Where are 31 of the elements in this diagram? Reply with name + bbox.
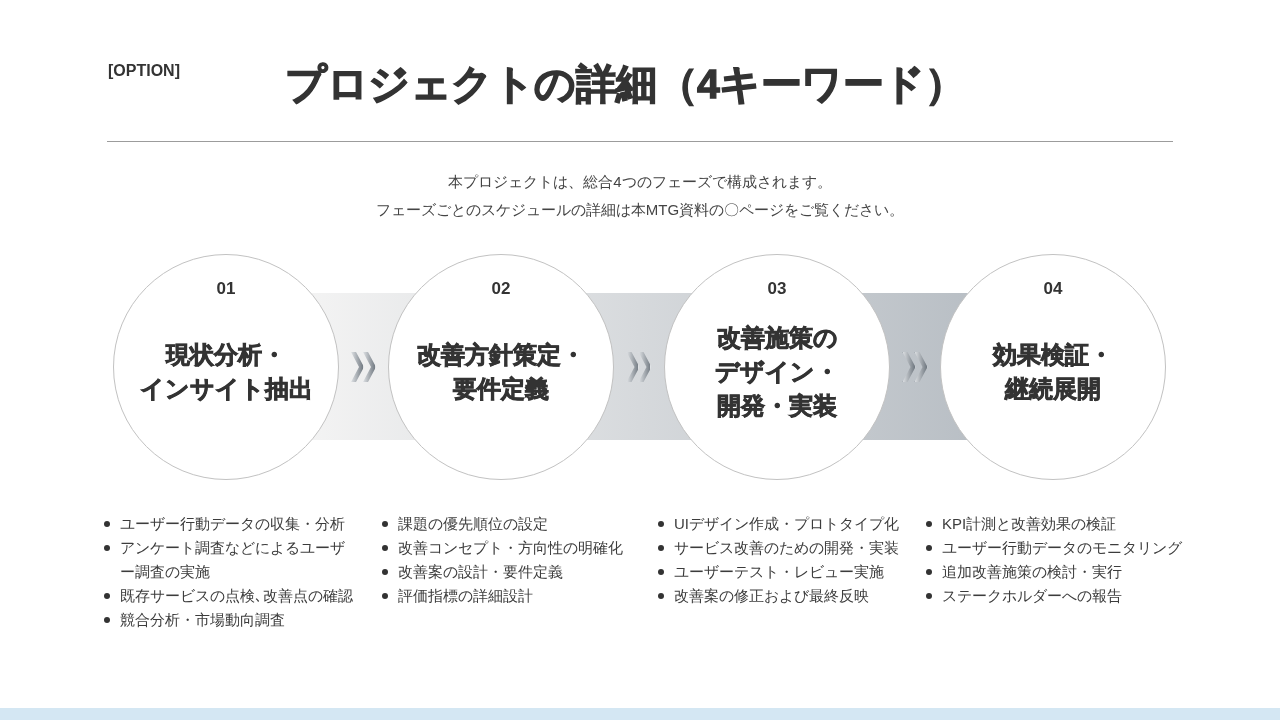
phase-number: 04 <box>1043 279 1063 299</box>
list-item-text: ユーザー行動データの収集・分析 <box>120 514 345 534</box>
chevron-arrow <box>351 352 376 382</box>
list-item-text: アンケート調査などによるユーザー調査の実施 <box>120 538 346 582</box>
list-item-text: 改善案の修正および最終反映 <box>674 586 869 606</box>
list-item-text: ステークホルダーへの報告 <box>942 586 1122 606</box>
intro-text: 本プロジェクトは、総合4つのフェーズで構成されます。 <box>448 172 832 191</box>
list-item-text: 課題の優先順位の設定 <box>398 514 548 534</box>
chevron-arrow <box>902 352 928 382</box>
phase-title: 効果検証・継続展開 <box>993 340 1113 404</box>
phase-number: 02 <box>491 279 511 299</box>
phase-number: 03 <box>767 279 787 299</box>
list-item-text: 競合分析・市場動向調査 <box>120 610 285 630</box>
chevron-arrow <box>626 352 652 382</box>
list-item-text: 改善コンセプト・方向性の明確化 <box>398 538 623 558</box>
title: プロジェクトの詳細（4キーワード） <box>285 62 966 106</box>
list-item-text: KPI計測と改善効果の検証 <box>942 514 1117 534</box>
list-item-text: サービス改善のための開発・実装 <box>674 538 899 558</box>
phase-number: 01 <box>216 279 236 299</box>
list-item-text: ユーザー行動データのモニタリング <box>942 538 1182 558</box>
list-item-text: UIデザイン作成・プロトタイプ化 <box>674 514 899 534</box>
intro-text: フェーズごとのスケジュールの詳細は本MTG資料の〇ページをご覧ください。 <box>375 200 905 219</box>
list-item-text: 既存サービスの点検､改善点の確認 <box>120 586 353 606</box>
phase-title: 現状分析・インサイト抽出 <box>139 340 313 404</box>
list-item-text: 評価指標の詳細設計 <box>398 586 533 606</box>
tag-label: [OPTION] <box>108 61 180 81</box>
list-item-text: ユーザーテスト・レビュー実施 <box>674 562 884 582</box>
phase-title: 改善方針策定・要件定義 <box>417 340 585 404</box>
list-item-text: 追加改善施策の検討・実行 <box>942 562 1122 582</box>
phase-title: 改善施策のデザイン・開発・実装 <box>715 323 839 421</box>
list-item-text: 改善案の設計・要件定義 <box>398 562 563 582</box>
